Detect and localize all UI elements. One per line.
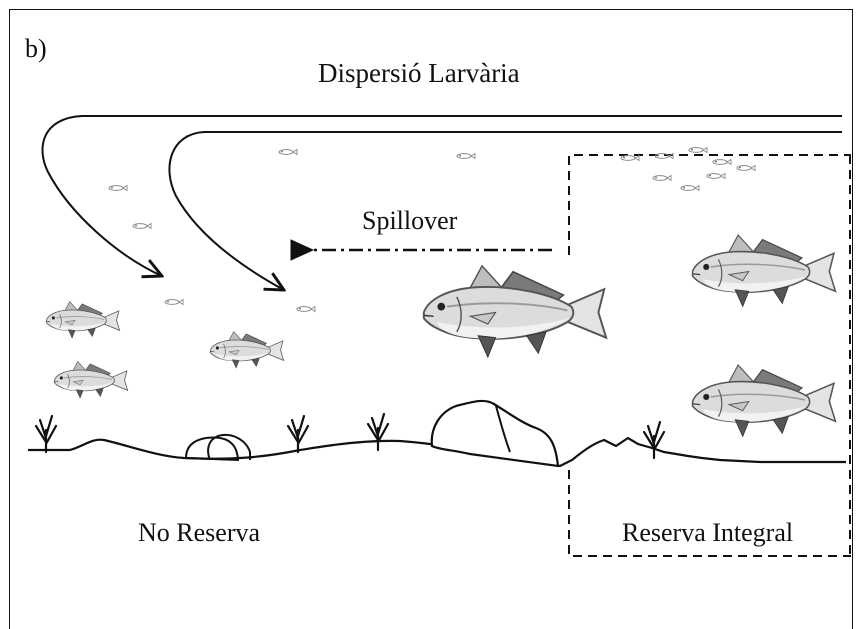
larva-icon bbox=[165, 300, 183, 305]
larva-icon bbox=[737, 166, 755, 171]
larva-icon bbox=[689, 148, 707, 153]
larva-icon bbox=[707, 174, 725, 179]
coral-icon bbox=[36, 416, 56, 452]
reserve-boundary bbox=[569, 155, 851, 556]
larva-icon bbox=[279, 150, 297, 155]
larva-icon bbox=[653, 176, 671, 181]
larva-icon bbox=[109, 186, 127, 191]
panel-label: b) bbox=[25, 34, 47, 64]
larval-dispersal-arrow-1 bbox=[42, 116, 842, 276]
larva-icon bbox=[713, 160, 731, 165]
larva-icon bbox=[681, 186, 699, 191]
larva-icon bbox=[133, 224, 151, 229]
rock-2 bbox=[208, 435, 250, 460]
fish-icon bbox=[693, 235, 836, 306]
fish-icon bbox=[210, 332, 283, 369]
diagram-title: Dispersió Larvària bbox=[318, 58, 520, 89]
rock-3 bbox=[432, 401, 558, 466]
fish-icon bbox=[424, 266, 606, 357]
spillover-label: Spillover bbox=[362, 206, 457, 236]
zone-label-inside: Reserva Integral bbox=[622, 518, 793, 548]
coral-icon bbox=[644, 422, 664, 458]
zone-label-outside: No Reserva bbox=[138, 518, 260, 548]
larva-icon bbox=[457, 154, 475, 159]
fish-icon bbox=[46, 302, 119, 339]
fish-icon bbox=[54, 362, 127, 399]
larva-icon bbox=[621, 156, 639, 161]
coral-icon bbox=[288, 416, 308, 452]
larva-icon bbox=[297, 307, 315, 312]
fish-icon bbox=[693, 365, 836, 436]
coral-icon bbox=[368, 414, 388, 450]
